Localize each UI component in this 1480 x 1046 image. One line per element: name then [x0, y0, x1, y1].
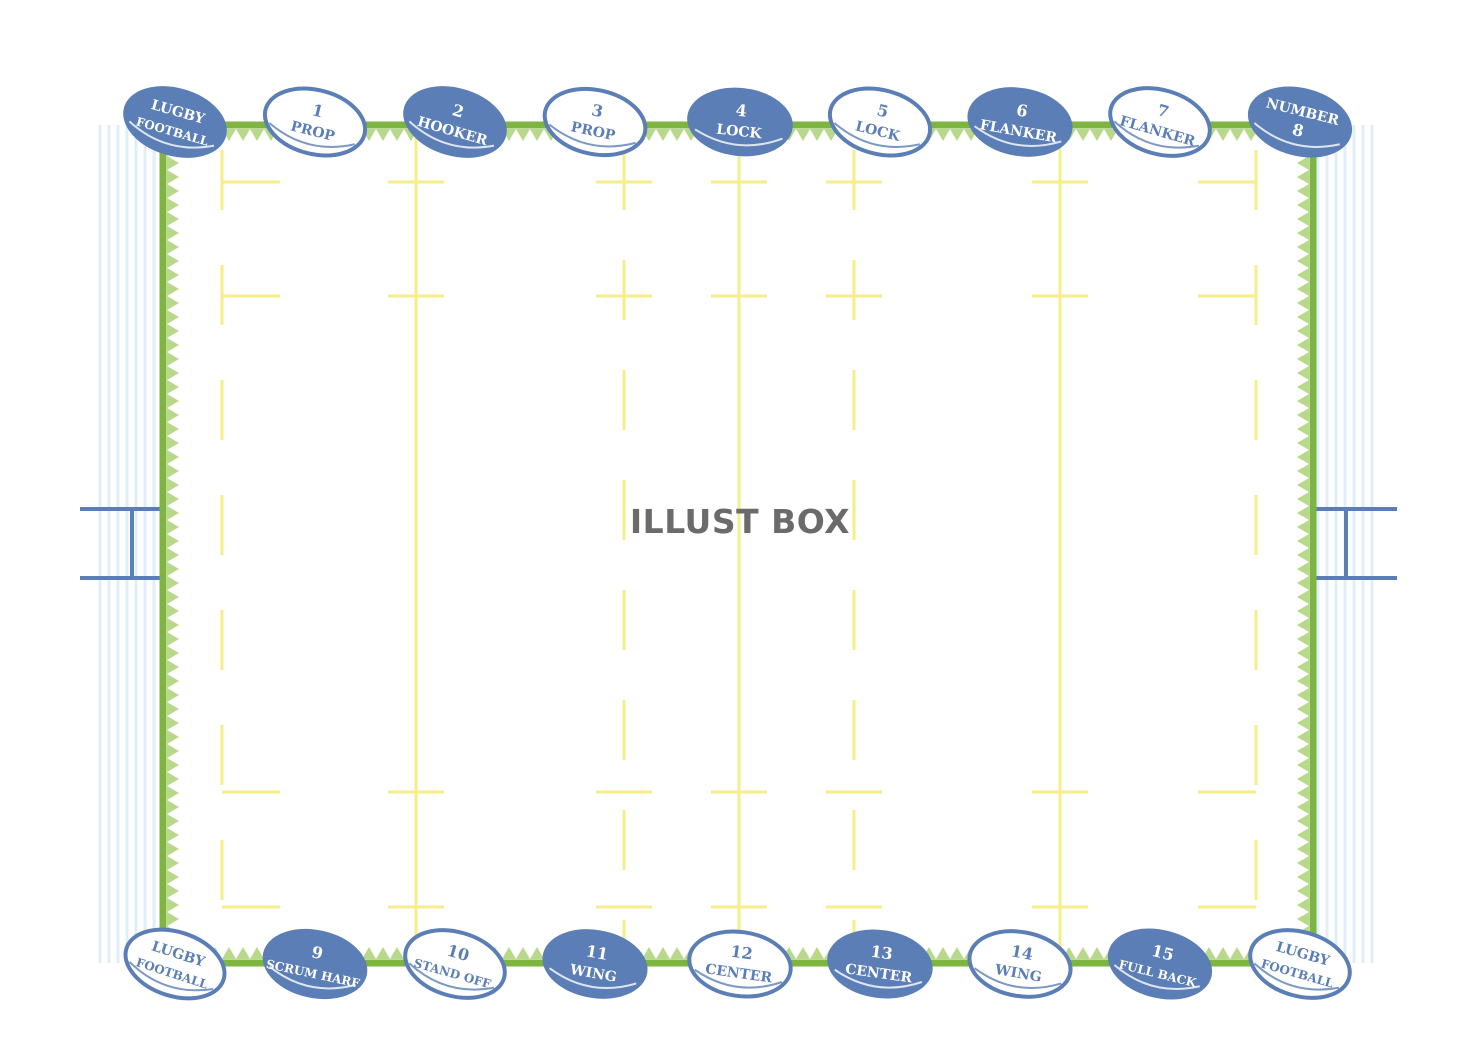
ball-seam: [694, 128, 783, 147]
ball-seam: [128, 961, 214, 992]
field-lines: [220, 135, 1258, 955]
ball-label: 3: [590, 100, 605, 121]
ball-label: 13: [869, 942, 894, 964]
zigzag-edge: [167, 128, 179, 968]
goal-posts: [80, 507, 1397, 580]
ball-shape: [123, 86, 227, 158]
ball-seam: [694, 968, 783, 989]
rugby-balls: LUGBYFOOTBALL1PROP2HOOKER3PROP4LOCK5LOCK…: [123, 86, 1353, 1001]
zigzag-edge: [1297, 128, 1309, 968]
ball-label: 9: [310, 942, 325, 963]
ball-shape: [262, 86, 368, 158]
ball-label: 6: [1015, 100, 1029, 121]
ball-seam: [1113, 120, 1200, 149]
ball-label: 7: [1155, 100, 1171, 121]
ball-seam: [268, 122, 356, 148]
ball-shape: [1247, 86, 1353, 158]
ball-shape: [827, 929, 933, 999]
ball-label: 4: [735, 101, 748, 121]
ball-shape: [542, 929, 648, 999]
ball-seam: [834, 968, 923, 989]
ball-shape: [123, 927, 227, 1001]
ball-seam: [973, 125, 1062, 147]
ball-shape: [687, 87, 793, 157]
ball-seam: [1253, 122, 1341, 148]
ball-seam: [973, 967, 1062, 989]
ball-shape: [1107, 928, 1213, 1000]
watermark-text: ILLUST BOX: [629, 502, 851, 541]
ball-label: 5: [875, 100, 890, 121]
ball-seam: [548, 967, 637, 989]
ball-label: 11: [584, 941, 609, 964]
ball-label: 15: [1150, 941, 1176, 965]
ball-shape: [542, 86, 648, 158]
ball-shape: [1248, 928, 1352, 1000]
ball-seam: [268, 965, 356, 990]
ball-seam: [1253, 962, 1340, 991]
ball-seam: [408, 962, 495, 991]
ball-shape: [687, 929, 793, 999]
ball-label: 12: [729, 942, 754, 964]
ball-seam: [408, 120, 495, 149]
ball-shape: [403, 86, 507, 158]
stands-stripes: [98, 125, 1374, 963]
ball-label: LOCK: [716, 122, 764, 143]
ball-label: 2: [450, 100, 466, 121]
ball-label: 1: [310, 100, 325, 121]
ball-seam: [833, 122, 921, 148]
ball-shape: [1108, 86, 1212, 158]
ball-label: 14: [1009, 941, 1034, 964]
ball-seam: [128, 120, 215, 149]
ball-shape: [403, 928, 507, 1000]
ball-seam: [548, 123, 636, 148]
ball-seam: [1113, 964, 1201, 990]
ball-shape: [827, 86, 933, 158]
ball-label: 8: [1290, 120, 1305, 141]
